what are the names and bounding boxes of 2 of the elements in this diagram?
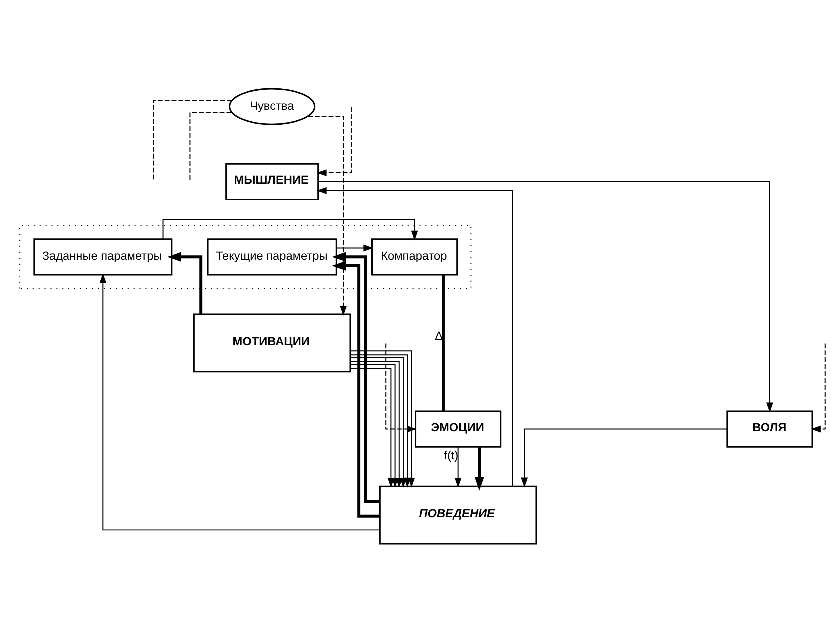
edge-label: Δ <box>435 328 443 343</box>
edge-label: f(t) <box>444 448 459 462</box>
